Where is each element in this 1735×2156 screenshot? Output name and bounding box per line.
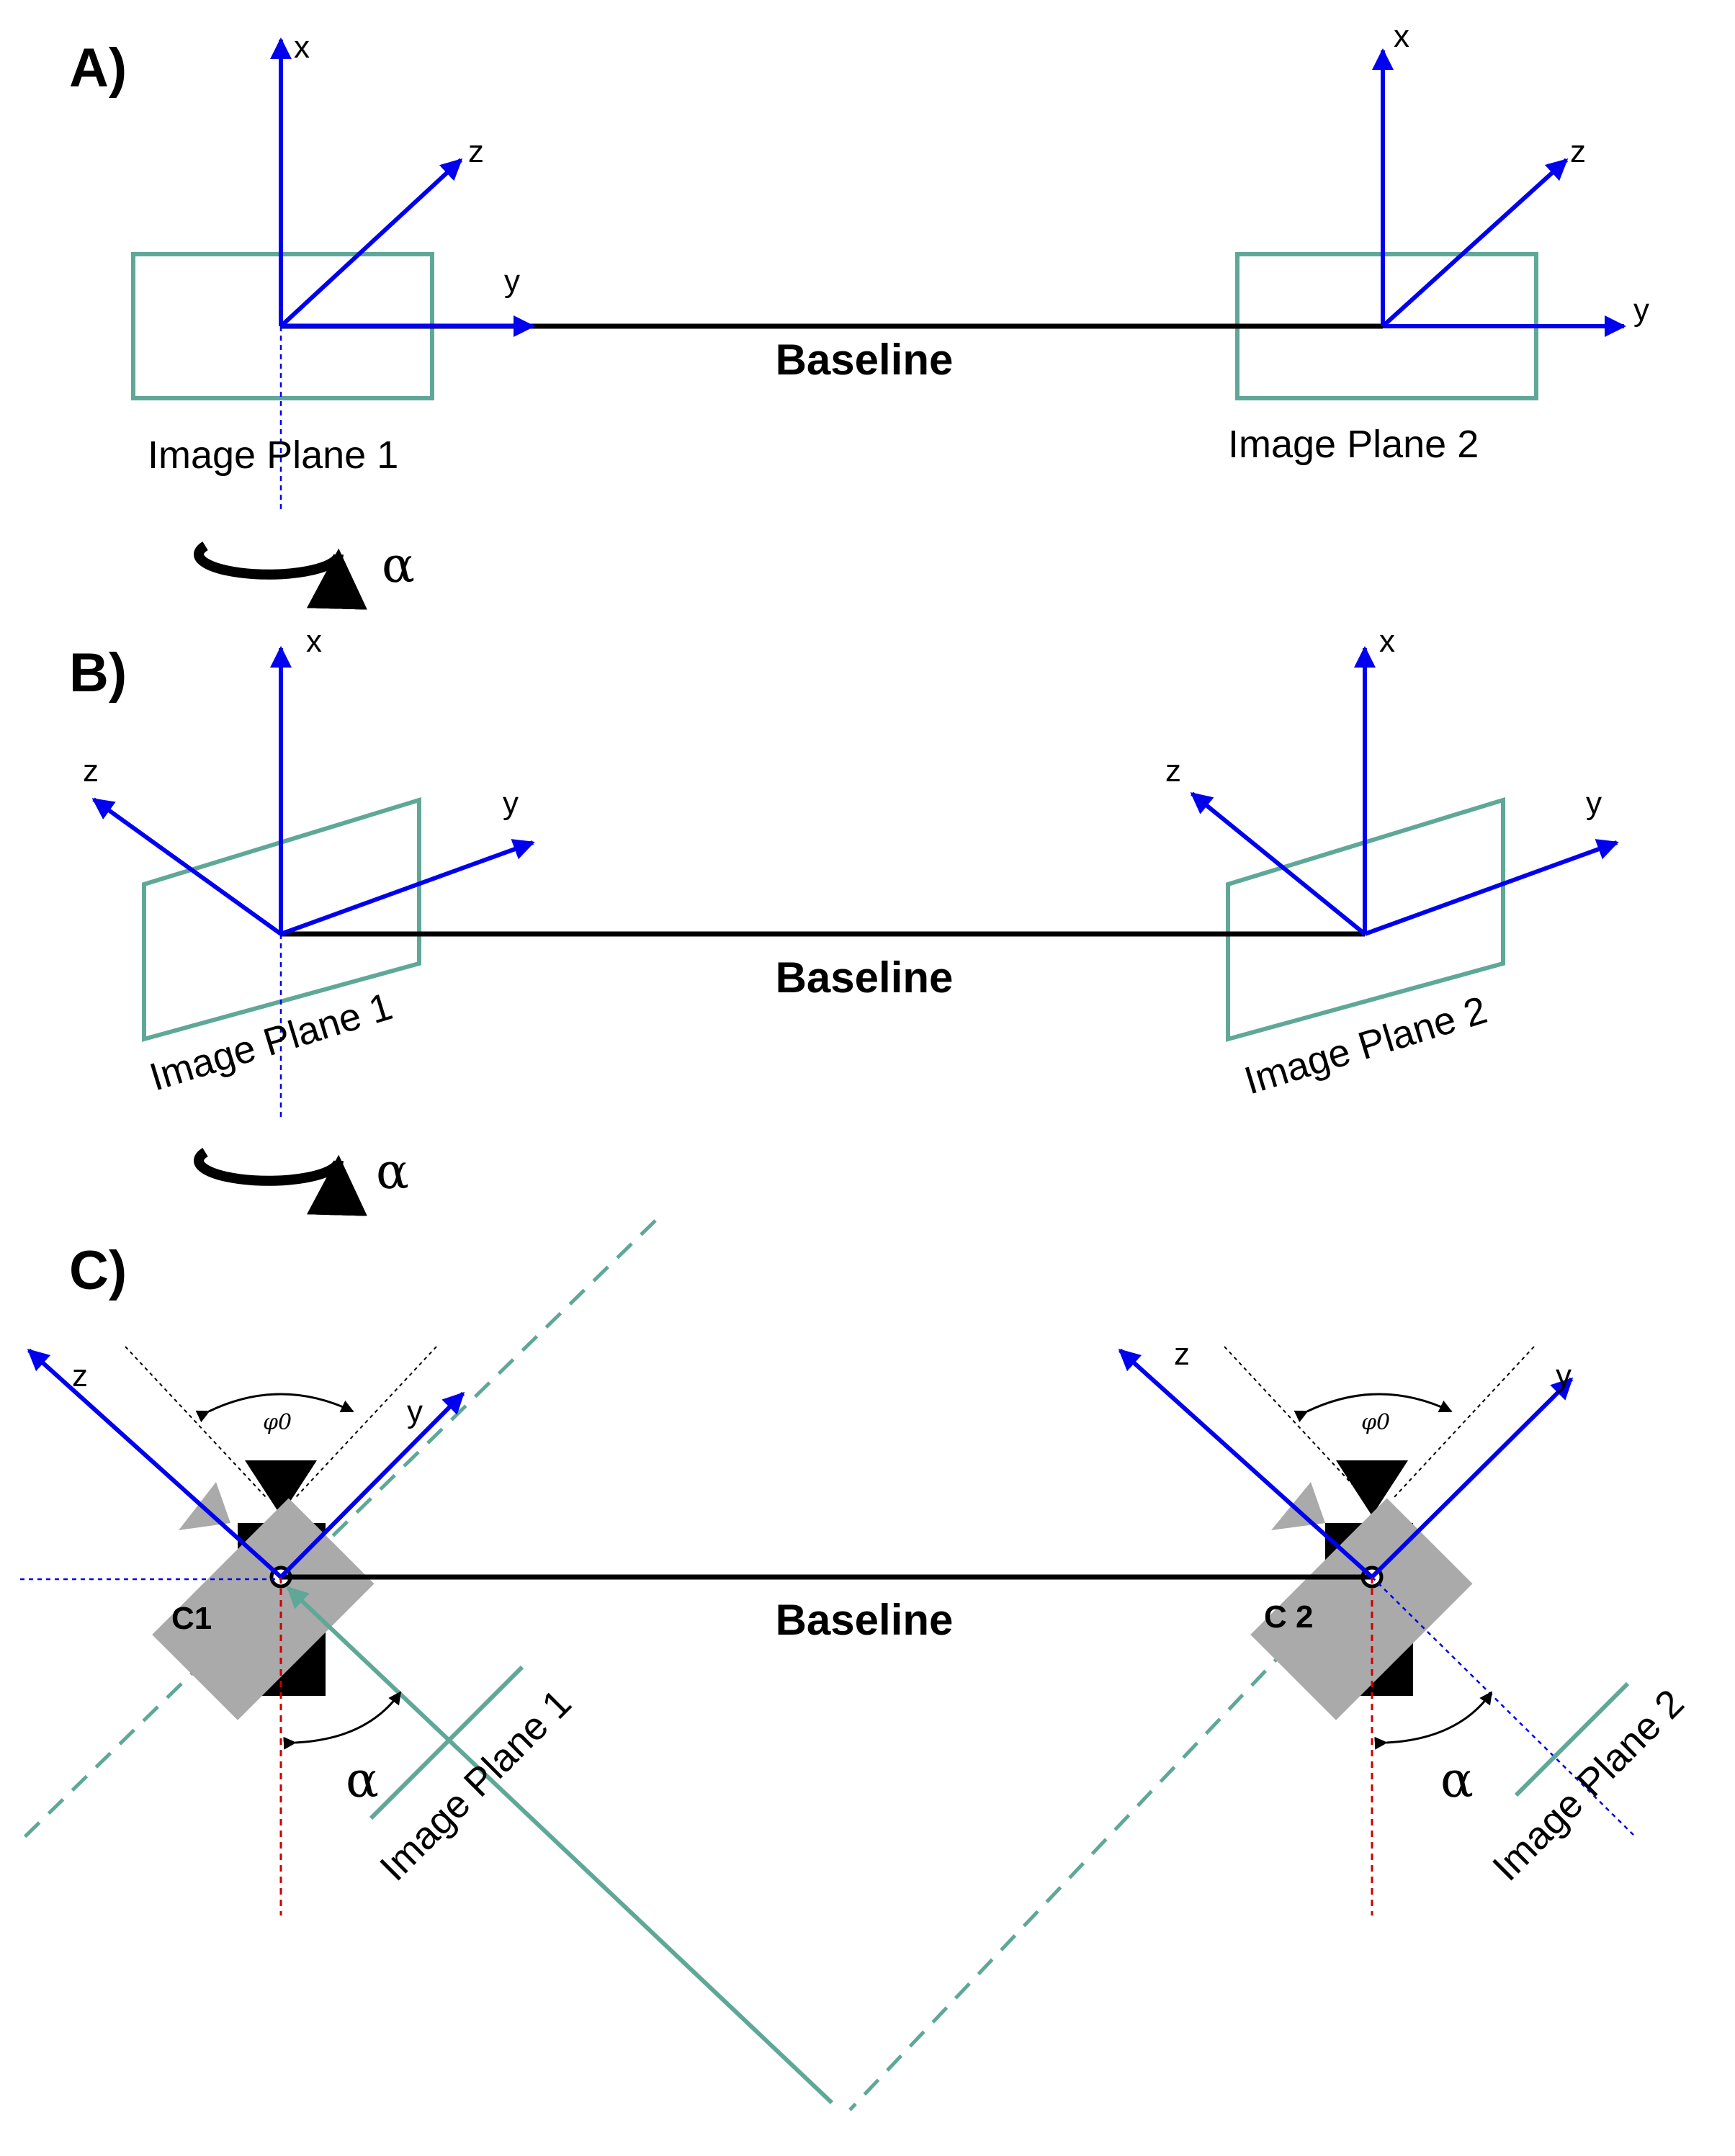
camera-1-axes — [27, 1348, 465, 1579]
camera-2-axes — [1372, 48, 1626, 337]
z-axis-label: z — [83, 753, 99, 789]
camera-1-axes — [270, 37, 535, 337]
y-axis-arrow — [279, 1391, 465, 1579]
optical-axis-dashed — [1371, 1576, 1634, 1836]
z-axis-label: z — [1165, 753, 1181, 789]
fov-label: φ0 — [263, 1410, 292, 1435]
fov-limit-lines — [125, 1346, 1535, 1499]
camera-1-axes — [91, 646, 535, 936]
alpha-label: α — [382, 537, 415, 594]
y-axis-label: y — [1633, 292, 1649, 328]
image-plane-1-skewed — [142, 796, 421, 1042]
z-axis-arrow — [91, 797, 282, 936]
y-axis-arrow — [279, 839, 535, 936]
z-axis-arrow — [1381, 158, 1569, 328]
image-plane-2-label: Image Plane 2 — [1239, 988, 1492, 1102]
z-axis-label: z — [1570, 134, 1586, 169]
y-axis-label: y — [1556, 1358, 1572, 1393]
camera-2-icon — [1250, 1460, 1473, 1720]
x-axis-label: x — [294, 30, 310, 65]
camera-2-label: C 2 — [1264, 1599, 1313, 1635]
panel-a-label: A) — [69, 37, 127, 99]
vertical-reference-dashed — [279, 1577, 1373, 1915]
z-axis-arrow — [1190, 791, 1366, 936]
panel-a: A) x z y x z y Baseline Image Plane 1 Im… — [69, 19, 1649, 610]
image-plane-1-label: Image Plane 1 — [145, 984, 398, 1099]
panel-b-label: B) — [69, 642, 127, 704]
fov-label: φ0 — [1361, 1410, 1390, 1435]
y-axis-label: y — [503, 786, 519, 821]
panel-c-label: C) — [69, 1240, 127, 1301]
z-axis-label: z — [468, 134, 484, 169]
x-axis-label: x — [1379, 624, 1395, 659]
baseline-label: Baseline — [776, 1596, 954, 1644]
baseline-label: Baseline — [776, 953, 954, 1002]
image-plane-2-line — [1514, 1681, 1630, 1797]
camera-1-icon — [152, 1460, 375, 1720]
camera-2-axes — [1190, 646, 1619, 936]
y-axis-arrow — [1363, 839, 1619, 936]
z-axis-arrow — [27, 1348, 283, 1579]
rotation-arrow-icon — [194, 542, 367, 610]
image-plane-1-label: Image Plane 1 — [148, 434, 398, 477]
rotation-arrow-icon — [194, 1148, 367, 1216]
z-axis-label: z — [72, 1358, 88, 1393]
z-axis-label: z — [1174, 1337, 1190, 1372]
alpha-label: α — [1440, 1752, 1474, 1809]
z-axis-arrow — [1118, 1348, 1374, 1579]
x-axis-label: x — [1394, 19, 1409, 54]
image-plane-2-skewed — [1226, 796, 1505, 1042]
image-plane-2-label: Image Plane 2 — [1484, 1681, 1693, 1890]
camera-1-label: C1 — [171, 1601, 212, 1636]
panel-c: C) φ0 φ0 — [19, 1219, 1693, 2111]
image-plane-2-label: Image Plane 2 — [1228, 423, 1479, 466]
fov-guides-dashed — [19, 1219, 1335, 2111]
y-axis-label: y — [504, 264, 520, 299]
alpha-label: α — [346, 1752, 379, 1809]
alpha-label: α — [376, 1144, 409, 1200]
fov-arc-icon — [195, 1393, 1453, 1423]
z-axis-arrow — [279, 158, 463, 328]
image-plane-1-line — [369, 1665, 524, 1820]
y-axis-label: y — [1586, 786, 1602, 821]
camera-2-axes — [1118, 1348, 1574, 1579]
optical-path-arrow — [286, 1586, 834, 2105]
x-axis-label: x — [306, 624, 322, 659]
baseline-label: Baseline — [776, 336, 954, 384]
panel-b: B) x z y x z y Baseline Image Plane 1 Im… — [69, 624, 1619, 1216]
alpha-arc-icon — [283, 1691, 1493, 1750]
y-axis-label: y — [407, 1394, 423, 1429]
y-axis-arrow — [1370, 1377, 1574, 1579]
